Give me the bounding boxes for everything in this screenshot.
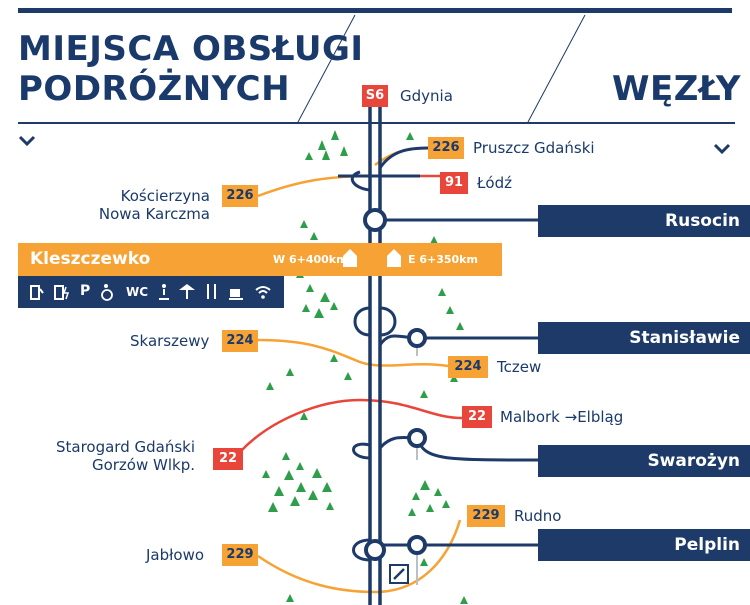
wrench-icon (389, 564, 409, 584)
chevron-down-icon[interactable] (713, 143, 731, 155)
destination-koscierzyna-line1: Kościerzyna (120, 187, 210, 205)
destination-malbork: Malbork →Elbląg (500, 408, 624, 426)
destination-jablowo: Jabłowo (146, 546, 205, 564)
junction-rusocin-graphic (363, 208, 540, 232)
top-rule (18, 8, 732, 13)
destination-starogard-line2: Gorzów Wlkp. (91, 456, 195, 474)
coffee-icon (229, 289, 243, 300)
junction-stanislawie[interactable]: Stanisławie (538, 322, 750, 354)
header-divider-right (527, 14, 586, 123)
road-224 (257, 338, 449, 368)
destination-pruszcz: Pruszcz Gdański (473, 139, 595, 157)
junction-stanislawie-graphic (378, 328, 540, 348)
destination-tczew: Tczew (497, 358, 542, 376)
road-91-shield: 91 (440, 172, 468, 194)
right-title: WĘZŁY (612, 69, 742, 109)
destination-koscierzyna-line2: Nowa Karczma (98, 205, 210, 223)
road-22 (239, 398, 463, 453)
destination-skarszewy: Skarszewy (130, 332, 210, 350)
destination-starogard-line1: Starogard Gdański (55, 438, 195, 456)
destination-koscierzyna: Kościerzyna Nowa Karczma (60, 187, 210, 223)
junction-swarozyn-graphic (352, 428, 541, 462)
direction-gdynia: Gdynia (400, 87, 453, 105)
road-229-west-shield: 229 (222, 544, 258, 566)
road-226-west-shield: 226 (222, 185, 258, 207)
service-area-kleszczewko[interactable]: Kleszczewko W 6+400km E 6+350km (18, 243, 502, 276)
junction-pelplin[interactable]: Pelplin (538, 529, 750, 561)
road-22-west-shield: 22 (213, 448, 243, 470)
picnic-icon (179, 284, 195, 299)
service-area-km-east: E 6+350km (408, 253, 478, 266)
amenities-strip: P WC (18, 276, 284, 308)
house-icon (387, 249, 401, 267)
junction-rusocin[interactable]: Rusocin (538, 205, 750, 237)
road-s6-shield: S6 (362, 85, 388, 107)
fuel-icon (30, 285, 44, 300)
header-divider-left (297, 14, 356, 123)
road-229 (257, 519, 462, 594)
junction-swarozyn[interactable]: Swarożyn (538, 445, 750, 477)
service-area-name: Kleszczewko (30, 249, 151, 269)
left-title-line1: MIEJSCA OBSŁUGI (18, 29, 364, 69)
restaurant-icon (207, 284, 216, 299)
service-area-km-west: W 6+400km (273, 253, 348, 266)
chevron-down-icon[interactable] (18, 135, 36, 147)
destination-lodz: Łódź (477, 174, 513, 192)
road-22-east-shield: 22 (462, 406, 492, 428)
road-229-east-shield: 229 (467, 505, 505, 527)
left-title-line2: PODRÓŻNYCH (18, 69, 291, 109)
house-icon (343, 249, 357, 267)
ev-charging-icon (54, 285, 70, 300)
destination-starogard: Starogard Gdański Gorzów Wlkp. (40, 438, 195, 474)
road-226-east-shield: 226 (428, 137, 464, 159)
playground-icon (159, 284, 169, 300)
wc-icon: WC (126, 285, 149, 299)
trees (262, 130, 468, 604)
junction-pelplin-graphic (352, 535, 540, 562)
motorway-s6 (368, 105, 382, 605)
road-224-east-shield: 224 (448, 356, 488, 378)
wheelchair-icon (101, 284, 113, 301)
wifi-icon (255, 286, 271, 299)
destination-rudno: Rudno (514, 507, 562, 525)
road-224-west-shield: 224 (222, 330, 258, 352)
interchange-north (338, 146, 429, 192)
parking-icon: P (80, 283, 91, 299)
service-area-loops (353, 306, 397, 337)
